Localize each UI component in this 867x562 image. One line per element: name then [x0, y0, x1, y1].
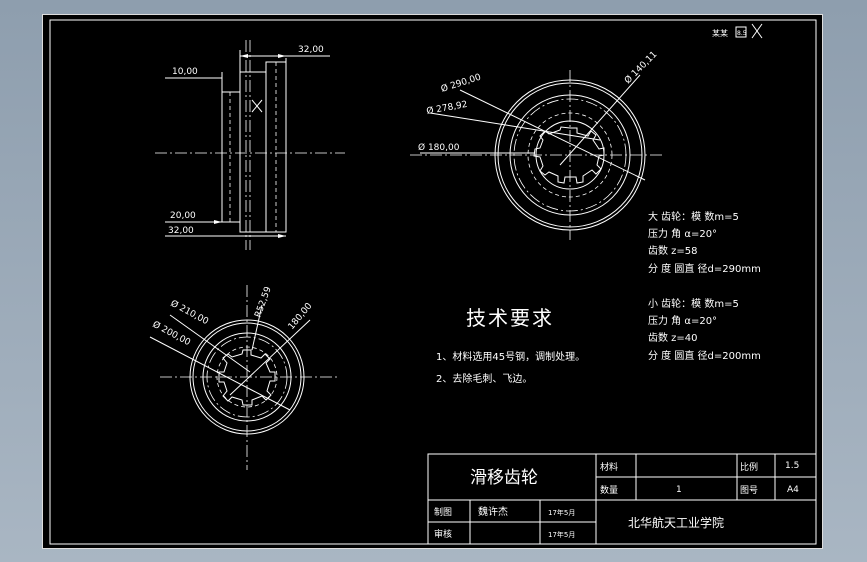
large-gear-line-3: 齿数 z=58	[648, 246, 698, 257]
side-section-view: 10,00 32,00 20,00 32,00	[155, 40, 345, 250]
drawing-border	[49, 19, 817, 545]
dim-180b: 180,00	[287, 301, 315, 332]
large-gear-line-1: 大 齿轮：模 数m=5	[648, 212, 739, 223]
corner-mark: 某某 8.5	[712, 23, 763, 39]
dim-dia-210: Ø 210,00	[169, 298, 211, 327]
dim-32-top: 32,00	[298, 45, 324, 55]
dim-10: 10,00	[172, 67, 198, 77]
drawing-no-value: A4	[787, 485, 799, 495]
small-gear-view: Ø 210,00 Ø 200,00 R52,59 180,00	[149, 285, 340, 470]
large-gear-line-2: 压力 角 α=20°	[648, 229, 718, 240]
drawing-no-label: 图号	[740, 485, 758, 496]
drawing-sheet	[42, 14, 823, 549]
dim-r52: R52,59	[253, 285, 273, 319]
dim-dia-200: Ø 200,00	[151, 319, 193, 348]
large-gear-spline	[533, 126, 605, 184]
requirement-item-2: 2、去除毛刺、飞边。	[436, 374, 533, 385]
requirements-title: 技术要求	[466, 306, 554, 330]
corner-label: 某某	[712, 29, 728, 38]
qty-value: 1	[676, 485, 682, 495]
small-gear-line-1: 小 齿轮：模 数m=5	[648, 299, 739, 310]
large-gear-view: Ø 290,00 Ø 278,92 Ø 180,00 Ø 140,11	[410, 49, 665, 240]
small-gear-line-4: 分 度 圆直 径d=200mm	[648, 351, 761, 362]
title-block: 滑移齿轮 材料 比例 1.5 数量 1 图号 A4 制图 魏许杰 17年5月 审…	[427, 453, 817, 545]
small-gear-line-3: 齿数 z=40	[648, 333, 698, 344]
dim-dia-180: Ø 180,00	[418, 142, 460, 153]
drawn-label: 制图	[434, 506, 452, 518]
qty-label: 数量	[600, 484, 618, 496]
drawn-date: 17年5月	[548, 508, 575, 517]
corner-box-label: 8.5	[737, 30, 747, 37]
part-name: 滑移齿轮	[470, 468, 538, 488]
dim-dia-290: Ø 290,00	[440, 72, 483, 95]
dim-dia-278: Ø 278,92	[426, 99, 469, 117]
dim-20: 20,00	[170, 211, 196, 221]
drawn-name: 魏许杰	[478, 505, 508, 518]
requirement-item-1: 1、材料选用45号钢，调制处理。	[436, 352, 586, 363]
checked-date: 17年5月	[548, 530, 575, 539]
checked-label: 审核	[434, 528, 452, 540]
scale-label: 比例	[740, 461, 758, 473]
large-gear-line-4: 分 度 圆直 径d=290mm	[648, 264, 761, 275]
scale-value: 1.5	[785, 461, 799, 471]
small-gear-line-2: 压力 角 α=20°	[648, 316, 718, 327]
dim-32-bottom: 32,00	[168, 226, 194, 236]
school-name: 北华航天工业学院	[628, 515, 724, 530]
material-label: 材料	[600, 461, 618, 473]
dim-dia-140: Ø 140,11	[622, 49, 659, 86]
small-gear-spline	[218, 349, 276, 406]
